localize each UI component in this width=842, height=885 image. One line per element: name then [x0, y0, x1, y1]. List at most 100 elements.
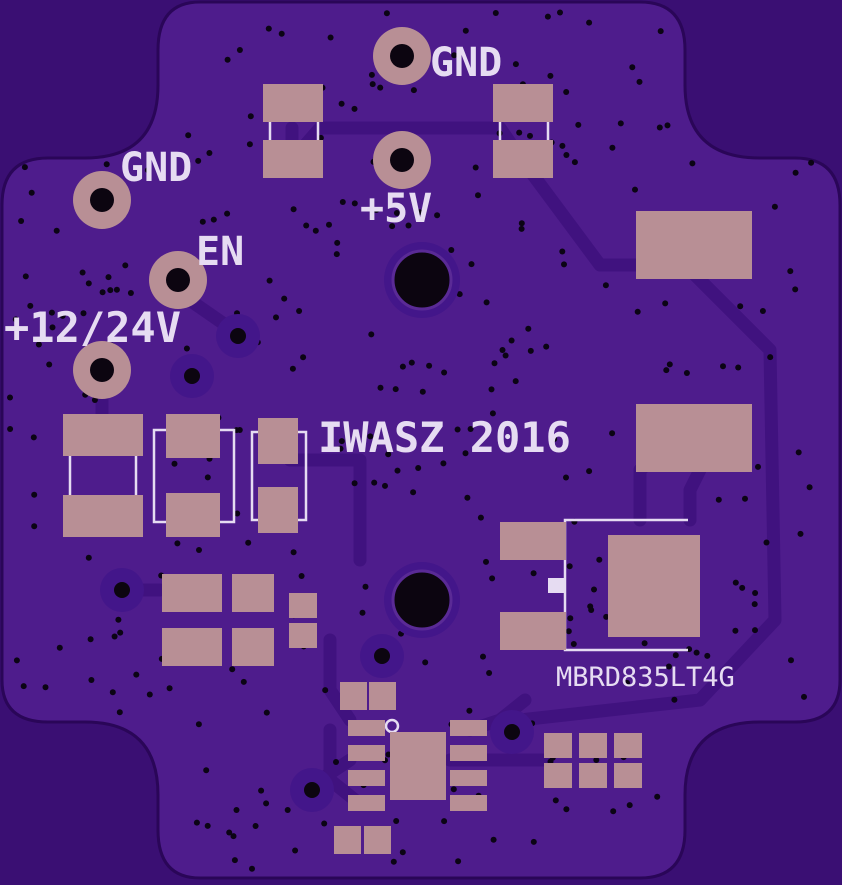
via-dot [693, 649, 700, 656]
via-dot [196, 547, 202, 553]
via-dot [373, 207, 380, 213]
via-dot [472, 164, 479, 171]
via-dot [525, 325, 532, 332]
via-dot [486, 670, 493, 676]
via-dot [290, 549, 297, 556]
via-dot [683, 370, 690, 376]
via-dot [492, 10, 499, 16]
via-dot [337, 445, 344, 452]
via-dot [21, 164, 28, 171]
via-dot [544, 13, 551, 20]
via-dot [624, 679, 630, 686]
via-dot [322, 687, 329, 694]
via-dot [527, 347, 534, 354]
via-dot [552, 797, 559, 804]
via-dot [419, 388, 426, 395]
via-dot [317, 134, 324, 141]
label-part-number: MBRD835LT4G [556, 662, 735, 693]
via-dot [367, 433, 374, 440]
via-dot [103, 161, 110, 168]
via-dot [715, 496, 722, 503]
via-dot [146, 691, 153, 698]
via-dot [31, 523, 38, 530]
via-dot [236, 47, 243, 53]
via-dot [771, 203, 778, 210]
via-dot [489, 575, 496, 582]
via-dot [13, 657, 20, 664]
via-dot [603, 613, 610, 620]
via-dot [502, 352, 509, 359]
via-dot [547, 72, 554, 79]
via-dot [512, 378, 519, 385]
via-dot [369, 81, 376, 88]
via-dot [422, 659, 429, 666]
via-dot [7, 394, 13, 401]
via-dot [557, 9, 563, 16]
via-dot [483, 299, 490, 306]
via-dot [629, 64, 636, 71]
label-gnd-top: GND [430, 40, 502, 86]
via-dot [591, 586, 597, 593]
via-dot [742, 495, 748, 502]
via-dot [559, 248, 566, 255]
via-dot [46, 361, 53, 368]
via-dot [338, 438, 345, 445]
via-dot [49, 324, 56, 331]
via-dot [127, 290, 134, 296]
via-dot [247, 113, 254, 120]
via-dot [489, 410, 496, 417]
via-dot [434, 212, 441, 219]
via-dot [224, 56, 231, 63]
via-dot [737, 303, 744, 310]
via-dot [393, 210, 400, 216]
via-dot [792, 169, 799, 176]
via-dot [662, 300, 669, 307]
via-dot [563, 89, 570, 95]
via-dot [610, 808, 617, 815]
via-dot [233, 807, 240, 813]
via-dot [426, 362, 433, 369]
via-dot [193, 819, 200, 826]
via-dot [265, 25, 272, 32]
via-dot [59, 312, 66, 319]
via-dot [563, 474, 569, 481]
via-dot [689, 160, 696, 167]
via-dot [258, 787, 265, 794]
label-en: EN [196, 229, 244, 275]
via-dot [808, 159, 815, 166]
via-dot [115, 616, 122, 623]
via-dot [321, 820, 328, 827]
via-dot [333, 759, 339, 765]
via-dot [394, 467, 401, 474]
via-dot [609, 430, 616, 437]
via-dot [246, 141, 253, 148]
via-dot [109, 689, 116, 696]
via-dot [530, 838, 537, 845]
via-dot [368, 331, 375, 338]
via-dot [664, 122, 671, 129]
via-dot [732, 579, 739, 586]
via-dot [456, 291, 463, 298]
via-dot [85, 554, 92, 561]
via-dot [626, 802, 633, 809]
via-dot [410, 489, 417, 496]
via-dot [377, 84, 384, 91]
via-dot [565, 628, 572, 635]
via-dot [12, 316, 19, 323]
via-dot [199, 218, 206, 225]
via-dot [575, 121, 582, 128]
via-dot [518, 225, 525, 232]
via-dot [657, 28, 664, 35]
via-dot [795, 449, 802, 456]
via-dot [759, 308, 766, 314]
via-dot [732, 627, 739, 634]
via-dot [171, 460, 178, 467]
via-dot [767, 354, 774, 361]
via-dot [303, 222, 310, 229]
via-dot [672, 652, 679, 659]
via-dot [389, 223, 396, 230]
via-dot [266, 277, 273, 284]
via-dot [351, 200, 358, 207]
via-dot [206, 150, 213, 156]
